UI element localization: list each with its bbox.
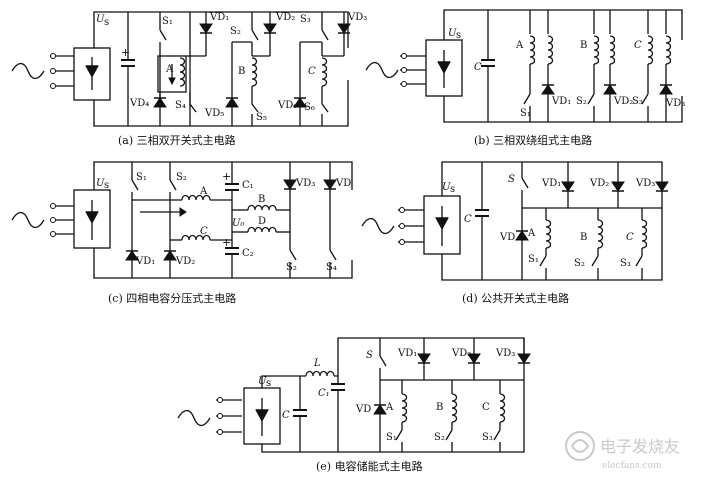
svg-text:S₂: S₂ — [176, 172, 187, 183]
svg-text:S₂: S₂ — [230, 26, 241, 37]
svg-text:C: C — [634, 40, 642, 51]
svg-text:S₄: S₄ — [326, 262, 337, 273]
caption-c: (c) 四相电容分压式主电路 — [108, 291, 236, 305]
svg-text:S₂: S₂ — [286, 262, 297, 273]
svg-text:C: C — [474, 62, 482, 73]
svg-text:s: s — [104, 17, 109, 28]
svg-text:A: A — [199, 186, 208, 197]
svg-text:C: C — [282, 410, 290, 421]
svg-text:VD₁: VD₁ — [541, 178, 561, 189]
svg-text:B: B — [580, 232, 587, 243]
svg-text:VD₂: VD₂ — [275, 12, 295, 23]
svg-text:+: + — [222, 170, 231, 183]
ac-source-icon — [177, 409, 211, 427]
caption-a: (a) 三相双开关式主电路 — [118, 133, 236, 147]
svg-text:s: s — [450, 184, 455, 195]
svg-text:s: s — [456, 30, 461, 41]
ac-source-icon — [365, 61, 399, 79]
svg-text:VD₄: VD₄ — [129, 98, 149, 109]
svg-text:s: s — [266, 378, 271, 389]
svg-text:L: L — [313, 358, 321, 369]
svg-text:C: C — [482, 402, 490, 413]
svg-text:B: B — [436, 402, 443, 413]
caption-e: (e) 电容储能式主电路 — [316, 459, 423, 473]
svg-text:VD₁: VD₁ — [551, 96, 571, 107]
svg-text:C₁: C₁ — [318, 388, 330, 399]
svg-text:S₆: S₆ — [304, 102, 315, 113]
svg-text:VD₂: VD₂ — [175, 256, 195, 267]
svg-text:B: B — [580, 40, 587, 51]
svg-text:C: C — [200, 226, 208, 237]
svg-text:U₀: U₀ — [232, 218, 244, 229]
svg-text:C₁: C₁ — [242, 180, 254, 191]
svg-text:U: U — [96, 178, 105, 189]
svg-text:S₃: S₃ — [620, 258, 631, 269]
svg-text:VD: VD — [335, 178, 351, 189]
ac-source-icon — [11, 62, 45, 80]
svg-text:VD₃: VD₃ — [295, 178, 315, 189]
svg-text:S₁: S₁ — [386, 432, 397, 443]
svg-text:VD₅: VD₅ — [204, 108, 224, 119]
svg-text:C₂: C₂ — [242, 248, 254, 259]
svg-text:A: A — [385, 402, 394, 413]
svg-text:VD₂: VD₂ — [589, 178, 609, 189]
svg-text:VD: VD — [499, 232, 515, 243]
svg-text:A: A — [165, 64, 174, 75]
svg-text:+: + — [121, 46, 130, 59]
svg-text:VD₁: VD₁ — [135, 256, 155, 267]
svg-text:A: A — [515, 40, 524, 51]
svg-text:S₂: S₂ — [576, 96, 587, 107]
svg-text:S: S — [366, 350, 373, 361]
svg-text:U: U — [96, 14, 105, 25]
svg-text:S₂: S₂ — [574, 258, 585, 269]
watermark-logo: 电子发烧友 elecfans.com — [565, 431, 680, 471]
svg-text:电子发烧友: 电子发烧友 — [600, 437, 680, 456]
svg-text:B: B — [238, 66, 245, 77]
svg-text:elecfans.com: elecfans.com — [602, 461, 662, 471]
svg-text:C: C — [464, 214, 472, 225]
svg-text:VD₁: VD₁ — [397, 348, 417, 359]
svg-text:S₂: S₂ — [434, 432, 445, 443]
svg-text:S₅: S₅ — [256, 112, 267, 123]
svg-text:VD₃: VD₃ — [495, 348, 515, 359]
svg-text:VD₃: VD₃ — [347, 12, 367, 23]
svg-text:s: s — [104, 180, 109, 191]
ac-source-icon — [361, 217, 395, 235]
svg-text:S₁: S₁ — [162, 16, 173, 27]
svg-text:+: + — [222, 236, 231, 249]
svg-text:S₃: S₃ — [300, 14, 311, 25]
caption-b: (b) 三相双绕组式主电路 — [474, 133, 592, 147]
ac-source-icon — [11, 211, 45, 229]
svg-text:VD₂: VD₂ — [613, 96, 633, 107]
svg-text:VD: VD — [355, 404, 371, 415]
svg-text:VD₆: VD₆ — [277, 100, 297, 111]
svg-text:S₁: S₁ — [136, 172, 147, 183]
svg-text:VD₂: VD₂ — [451, 348, 471, 359]
svg-text:U: U — [442, 182, 451, 193]
svg-text:S: S — [508, 174, 515, 185]
svg-text:A: A — [527, 228, 536, 239]
svg-text:S₄: S₄ — [175, 100, 186, 111]
svg-text:VD₃: VD₃ — [665, 98, 685, 109]
svg-text:C: C — [308, 66, 316, 77]
svg-text:S₁: S₁ — [520, 108, 531, 119]
rectifier-box — [73, 47, 111, 101]
svg-text:VD₁: VD₁ — [209, 12, 229, 23]
svg-text:U: U — [448, 28, 457, 39]
svg-text:C: C — [626, 232, 634, 243]
svg-text:S₁: S₁ — [528, 254, 539, 265]
svg-text:S₃: S₃ — [482, 432, 493, 443]
svg-text:B: B — [258, 194, 265, 205]
svg-text:D: D — [258, 216, 266, 227]
svg-text:S₃: S₃ — [632, 96, 643, 107]
caption-d: (d) 公共开关式主电路 — [462, 291, 569, 305]
svg-text:VD₃: VD₃ — [635, 178, 655, 189]
